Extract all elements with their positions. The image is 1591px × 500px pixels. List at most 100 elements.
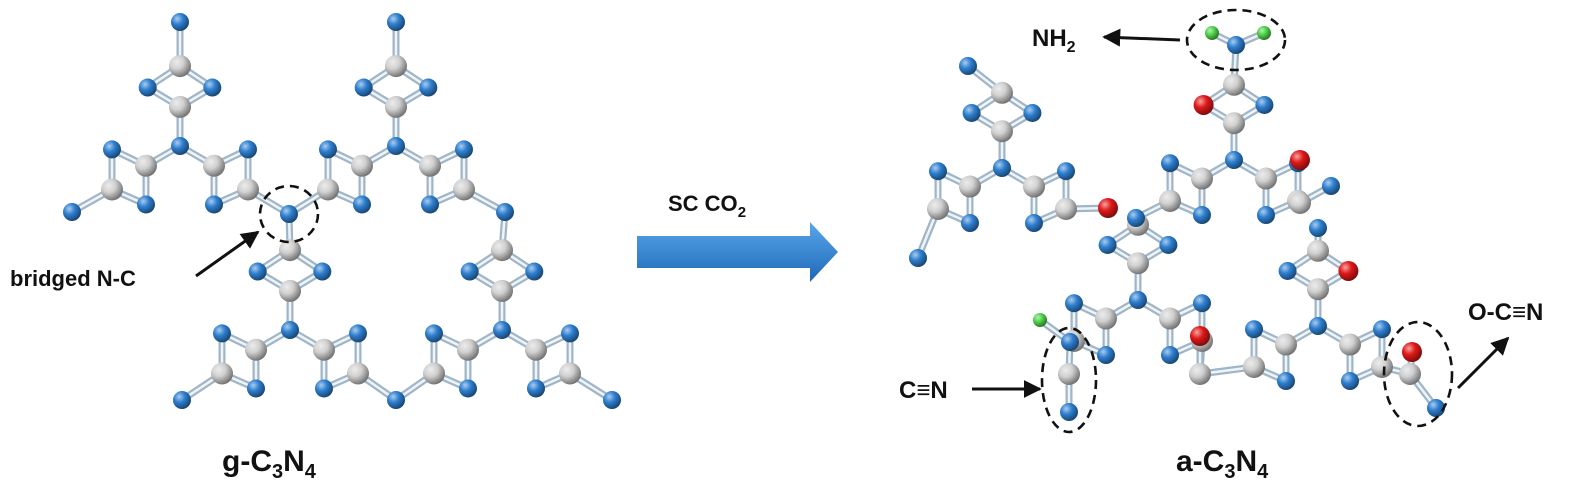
carbon-atom <box>991 81 1013 104</box>
carbon-atom <box>169 55 191 78</box>
nitrogen-atom <box>1065 294 1083 313</box>
carbon-atom <box>1055 197 1077 220</box>
nitrogen-atom <box>1098 235 1117 254</box>
carbon-atom <box>1307 278 1329 301</box>
atom-layer <box>909 26 1445 421</box>
carbon-atom <box>1223 112 1245 135</box>
carbon-atom <box>1023 175 1045 198</box>
nitrogen-atom <box>281 321 299 339</box>
nitrogen-atom <box>1161 346 1179 365</box>
carbon-atom <box>1275 333 1297 356</box>
oxygen-atom <box>1190 326 1210 346</box>
nitrogen-atom <box>205 195 223 214</box>
nitrogen-atom <box>63 203 81 221</box>
nitrogen-atom <box>213 324 231 343</box>
carbon-atom <box>351 154 373 177</box>
nitrogen-atom <box>1097 346 1115 365</box>
nitrogen-atom <box>1278 261 1297 280</box>
reaction-arrow <box>637 222 838 282</box>
nitrogen-atom <box>527 379 545 398</box>
nitrogen-atom <box>1341 372 1359 391</box>
nitrogen-atom <box>419 78 438 97</box>
carbon-atom <box>101 178 123 201</box>
carbon-atom <box>313 338 335 361</box>
nitrogen-atom <box>455 140 473 159</box>
a-c3n4-title: a-C3N4 <box>1176 445 1269 483</box>
nitrogen-atom <box>1322 177 1340 195</box>
carbon-atom <box>317 178 339 201</box>
nitrogen-atom <box>496 203 514 221</box>
nitrogen-atom <box>993 159 1011 177</box>
cyanate-label: O-C≡N <box>1468 299 1543 326</box>
carbon-atom <box>991 120 1013 143</box>
carbon-atom <box>1095 307 1117 330</box>
cyano-label: C≡N <box>899 377 948 404</box>
atom-layer <box>63 13 621 409</box>
nitrogen-atom <box>1309 219 1327 237</box>
g-c3n4-title: g-C3N4 <box>222 445 317 483</box>
nitrogen-atom <box>173 391 191 409</box>
nitrogen-atom <box>603 391 621 409</box>
oxygen-atom <box>1402 342 1422 362</box>
nitrogen-atom <box>353 195 371 214</box>
carbon-atom <box>279 239 301 262</box>
carbon-atom <box>1159 307 1181 330</box>
carbon-atom <box>1371 355 1393 378</box>
carbon-atom <box>927 197 949 220</box>
nh2-pointer-arrow <box>1102 28 1181 47</box>
carbon-atom <box>1255 167 1277 190</box>
nitrogen-atom <box>959 57 977 75</box>
nitrogen-atom <box>962 103 981 122</box>
nitrogen-atom <box>493 321 511 339</box>
carbon-atom <box>959 175 981 198</box>
nitrogen-atom <box>1227 36 1245 54</box>
bridged-label: bridged N-C <box>10 266 136 291</box>
carbon-atom <box>203 154 225 177</box>
carbon-atom <box>1189 363 1211 385</box>
nitrogen-atom <box>1255 95 1274 114</box>
carbon-atom <box>385 95 407 118</box>
oxygen-atom <box>1290 150 1310 170</box>
carbon-atom <box>385 55 407 78</box>
carbon-atom <box>1307 239 1329 262</box>
nitrogen-atom <box>313 262 332 281</box>
nitrogen-atom <box>349 324 367 343</box>
nitrogen-atom <box>961 214 979 233</box>
carbon-atom <box>169 95 191 118</box>
nitrogen-atom <box>103 140 121 159</box>
hydrogen-atom <box>1033 313 1047 327</box>
nitrogen-atom <box>239 140 257 159</box>
nitrogen-atom <box>387 391 405 409</box>
hydrogen-atom <box>1205 26 1219 40</box>
nitrogen-atom <box>387 137 405 155</box>
carbon-atom <box>279 279 301 302</box>
nitrogen-atom <box>425 324 443 343</box>
nitrogen-atom <box>929 162 947 181</box>
nitrogen-atom <box>1023 103 1042 122</box>
carbon-atom <box>1223 73 1245 96</box>
nitrogen-atom <box>1225 151 1243 169</box>
nitrogen-atom <box>421 195 439 214</box>
nitrogen-atom <box>1161 154 1179 173</box>
nitrogen-atom <box>1427 399 1445 417</box>
carbon-atom <box>1243 355 1265 378</box>
carbon-atom <box>1058 363 1080 385</box>
carbon-atom <box>135 154 157 177</box>
nitrogen-atom <box>1127 209 1145 227</box>
carbon-atom <box>1191 167 1213 190</box>
nitrogen-atom <box>525 262 544 281</box>
nitrogen-atom <box>460 262 479 281</box>
nitrogen-atom <box>561 324 579 343</box>
nitrogen-atom <box>171 137 189 155</box>
nitrogen-atom <box>1193 206 1211 225</box>
nitrogen-atom <box>1193 294 1211 313</box>
carbon-atom <box>453 178 475 201</box>
carbon-atom <box>491 279 513 302</box>
nitrogen-atom <box>1309 317 1327 335</box>
nitrogen-atom <box>280 205 298 223</box>
nitrogen-atom <box>459 379 477 398</box>
carbon-atom <box>559 362 581 385</box>
nitrogen-atom <box>138 78 157 97</box>
nitrogen-atom <box>1277 372 1295 391</box>
